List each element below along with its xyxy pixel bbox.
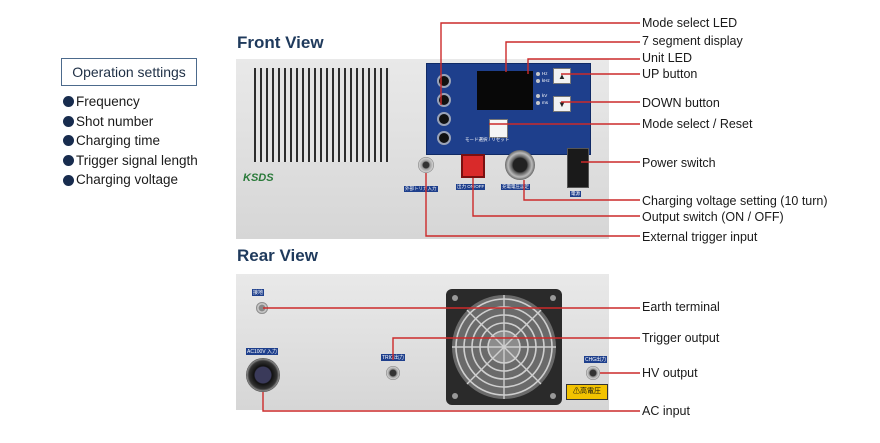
callout-ac-input: AC input xyxy=(642,404,690,418)
callout-mode-select-reset: Mode select / Reset xyxy=(642,117,752,131)
callout-trigger-output: Trigger output xyxy=(642,331,719,345)
callout-earth-terminal: Earth terminal xyxy=(642,300,720,314)
callout-seven-segment-display: 7 segment display xyxy=(642,34,743,48)
callout-hv-output: HV output xyxy=(642,366,698,380)
callout-unit-led: Unit LED xyxy=(642,51,692,65)
callout-external-trigger-input: External trigger input xyxy=(642,230,757,244)
callout-up-button: UP button xyxy=(642,67,697,81)
callout-down-button: DOWN button xyxy=(642,96,720,110)
callout-output-switch: Output switch (ON / OFF) xyxy=(642,210,784,224)
callout-power-switch: Power switch xyxy=(642,156,716,170)
callout-mode-select-led: Mode select LED xyxy=(642,16,737,30)
callout-charging-voltage-setting: Charging voltage setting (10 turn) xyxy=(642,194,828,208)
